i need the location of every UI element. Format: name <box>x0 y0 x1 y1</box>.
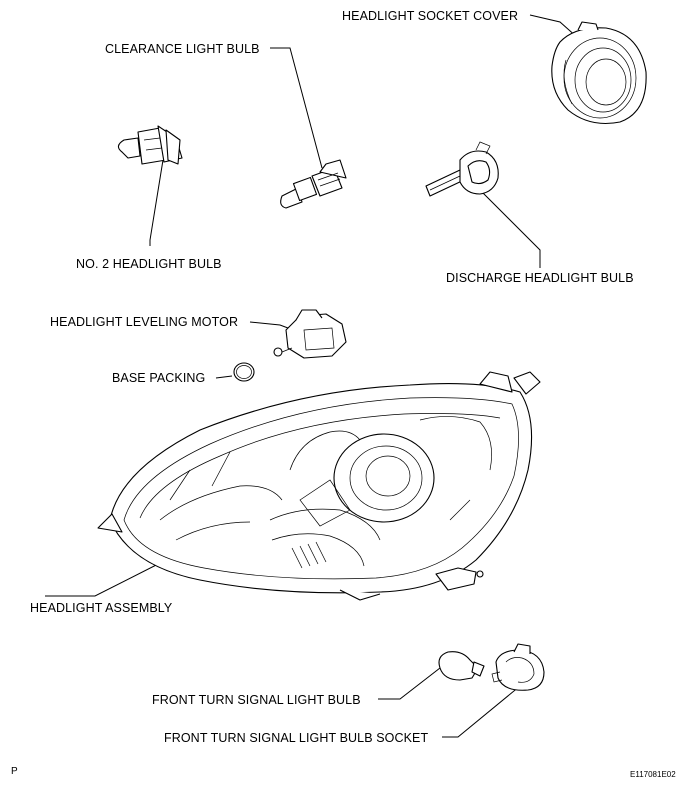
label-discharge-headlight-bulb: DISCHARGE HEADLIGHT BULB <box>446 271 634 285</box>
label-headlight-leveling-motor: HEADLIGHT LEVELING MOTOR <box>50 315 239 329</box>
label-headlight-socket-cover: HEADLIGHT SOCKET COVER <box>342 9 519 23</box>
discharge-headlight-bulb-part <box>425 141 499 197</box>
clearance-light-bulb-part <box>280 159 347 209</box>
label-clearance-light-bulb: CLEARANCE LIGHT BULB <box>105 42 260 56</box>
corner-mark: P <box>11 766 18 777</box>
front-turn-signal-socket-part <box>491 643 545 691</box>
leader-clearance-bulb <box>270 47 323 169</box>
figure-code: E117081E02 <box>630 770 676 779</box>
headlight-socket-cover-part <box>551 21 647 125</box>
no2-headlight-bulb-part <box>117 125 183 165</box>
label-front-turn-signal-light-bulb-socket: FRONT TURN SIGNAL LIGHT BULB SOCKET <box>164 731 429 745</box>
leader-base-packing <box>215 375 233 379</box>
leader-discharge-bulb <box>477 187 541 268</box>
leader-headlight-assembly <box>45 557 171 597</box>
label-front-turn-signal-light-bulb: FRONT TURN SIGNAL LIGHT BULB <box>152 693 361 707</box>
headlight-leveling-motor-part <box>273 309 347 359</box>
front-turn-signal-bulb-part <box>438 651 485 681</box>
label-headlight-assembly: HEADLIGHT ASSEMBLY <box>30 601 173 615</box>
label-no2-headlight-bulb: NO. 2 HEADLIGHT BULB <box>76 257 222 271</box>
leader-turn-socket <box>442 685 521 738</box>
headlight-assembly-part <box>97 371 541 601</box>
label-base-packing: BASE PACKING <box>112 371 206 385</box>
leader-no2-bulb <box>149 159 164 246</box>
leader-turn-bulb <box>378 667 441 700</box>
base-packing-part <box>233 362 255 382</box>
leader-lines <box>45 14 579 738</box>
leader-leveling-motor <box>249 321 289 329</box>
